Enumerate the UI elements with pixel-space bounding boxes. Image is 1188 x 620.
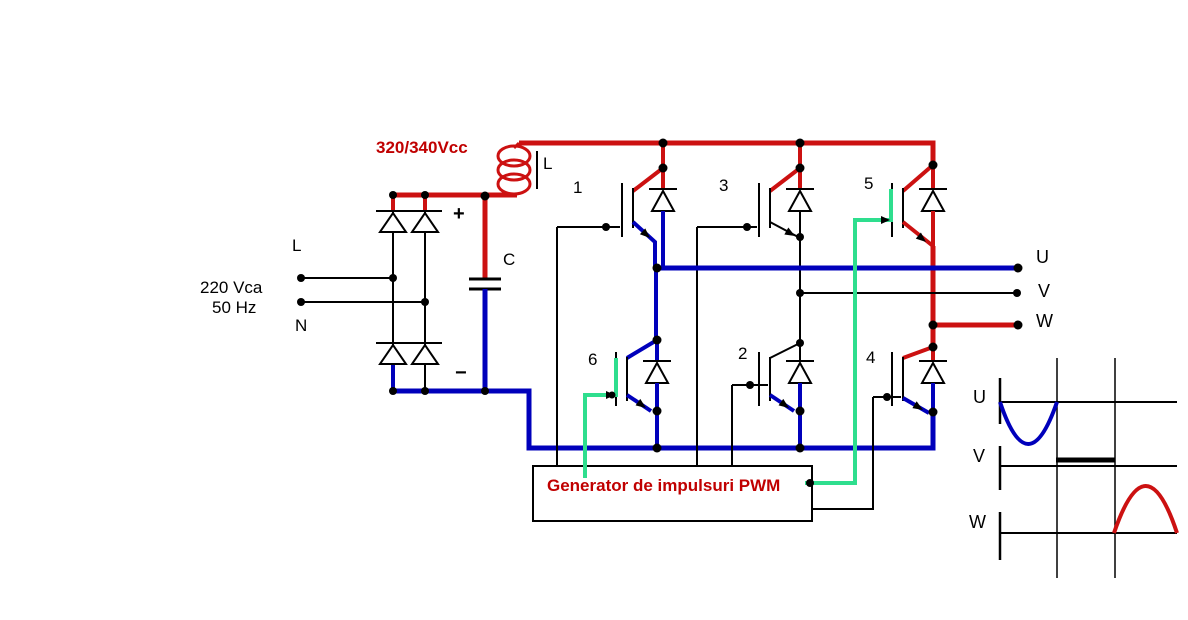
capacitor-label: C — [503, 250, 516, 269]
gate-wire-5 — [805, 189, 893, 485]
freewheel-diode-6 — [644, 360, 670, 384]
switch-4-number: 4 — [866, 348, 876, 367]
switch-5-number: 5 — [864, 174, 874, 193]
switch-3-number: 3 — [719, 176, 729, 195]
waveform-u-label: U — [973, 387, 986, 407]
waveform-panel — [998, 358, 1179, 578]
inverter-leg-v — [696, 143, 814, 466]
junction-dots — [297, 138, 1023, 487]
phase-u-label: U — [1036, 247, 1049, 267]
waveform-w-label: W — [969, 512, 986, 532]
source-voltage-label: 220 Vca — [200, 278, 263, 297]
bridge-diode — [378, 343, 408, 365]
bridge-diode — [410, 343, 440, 365]
freewheel-diode-4 — [920, 360, 946, 384]
freewheel-diode-3 — [787, 188, 813, 212]
pwm-generator-label: Generator de impulsuri PWM — [547, 476, 781, 495]
dc-inductor — [496, 141, 538, 196]
waveform-w — [998, 484, 1179, 560]
phase-w-label: W — [1036, 311, 1053, 331]
gate-wire-6 — [583, 358, 618, 478]
dc-voltage-label: 320/340Vcc — [376, 138, 468, 157]
line-terminal-label: L — [292, 236, 302, 255]
bridge-diode — [410, 211, 440, 233]
phase-v-label: V — [1038, 281, 1051, 301]
freewheel-diode-2 — [787, 360, 813, 384]
waveform-v-label: V — [973, 446, 986, 466]
switch-1-number: 1 — [573, 178, 583, 197]
bridge-diode — [378, 211, 408, 233]
rectifier-bridge — [301, 195, 442, 391]
dc-minus-label: − — [455, 362, 467, 384]
waveform-v — [998, 446, 1177, 490]
freewheel-diode-5 — [920, 188, 946, 212]
dc-plus-label: + — [453, 203, 465, 225]
source-frequency-label: 50 Hz — [212, 298, 257, 317]
inductor-label: L — [543, 154, 553, 173]
waveform-u — [998, 378, 1177, 446]
switch-2-number: 2 — [738, 344, 748, 363]
freewheel-diode-1 — [650, 188, 676, 212]
switch-6-number: 6 — [588, 350, 598, 369]
inverter-leg-w — [812, 163, 947, 510]
dc-capacitor — [469, 196, 501, 391]
output-lines — [655, 265, 1018, 328]
neutral-terminal-label: N — [295, 316, 308, 335]
pwm-generator-box — [532, 189, 893, 522]
